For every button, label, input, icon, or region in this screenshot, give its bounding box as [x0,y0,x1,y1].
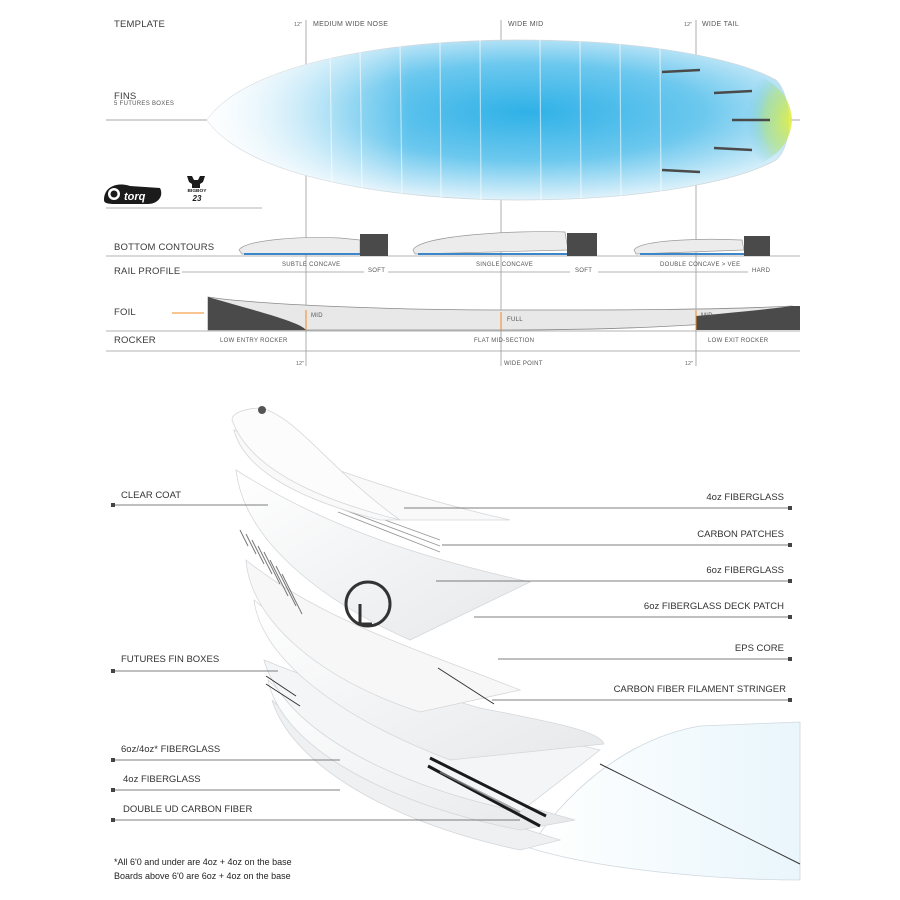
foil-mid-1: MID [311,313,323,319]
bigboy-logo-number: 23 [192,194,202,203]
callout-fin-boxes: FUTURES FIN BOXES [121,654,220,665]
template-label: TEMPLATE [114,19,166,30]
rocker-mid: FLAT MID-SECTION [474,338,535,344]
contour-profile-1 [238,234,388,256]
footnote-line-1: *All 6'0 and under are 4oz + 4oz on the … [114,857,292,867]
exploded-layers [231,406,801,881]
nose-heading: MEDIUM WIDE NOSE [313,21,389,28]
6oz-fiberglass-layer [235,469,532,641]
bigboy-logo: BIGBOY 23 [187,176,207,203]
callout-6oz-top: 6oz FIBERGLASS [706,565,784,576]
contour-caption-2: SINGLE CONCAVE [476,262,534,268]
callout-clear-coat: CLEAR COAT [121,490,182,501]
fin-box [661,168,701,174]
callout-endpoints [111,503,792,822]
bottom-contours-label: BOTTOM CONTOURS [114,242,215,253]
footnote-line-2: Boards above 6'0 are 6oz + 4oz on the ba… [114,871,291,881]
fin-box [713,146,753,152]
contour-caption-1: SUBTLE CONCAVE [282,262,341,268]
callout-eps-core: EPS CORE [734,643,784,654]
fin-box-marks [265,675,301,707]
callout-carbon-patches: CARBON PATCHES [697,529,784,540]
contour-caption-3: DOUBLE CONCAVE > VEE [660,262,741,268]
fins-sublabel: 5 FUTURES BOXES [114,101,175,107]
footer-wide-point: WIDE POINT [504,361,543,367]
callout-leaders [114,504,790,821]
foil-label: FOIL [114,307,136,318]
fin-box [661,68,701,74]
nose-measure-mark: 12" [294,22,303,28]
foil-full: FULL [507,317,523,323]
deck-stringer [599,763,801,865]
rail-hard: HARD [752,268,771,274]
foil-mid-2: MID [701,313,713,319]
clear-coat-layer [231,407,401,521]
carbon-patch-hatch [239,529,303,615]
rail-profile-label: RAIL PROFILE [114,266,181,277]
stringer-line [437,667,495,705]
fins-label: FINS [114,91,137,102]
footer-measure-right: 12" [685,361,694,367]
rocker-exit: LOW EXIT ROCKER [708,338,769,344]
tail-heading: WIDE TAIL [702,21,740,28]
rail-soft-1: SOFT [368,268,386,274]
contour-profile-3 [633,236,770,256]
vent-plug [258,406,266,414]
callout-bottom-glass: 6oz/4oz* FIBERGLASS [121,744,221,755]
fin-box [713,89,753,95]
callout-4oz-top: 4oz FIBERGLASS [706,492,784,503]
bigboy-logo-text: BIGBOY [188,188,208,194]
callout-stringer: CARBON FIBER FILAMENT STRINGER [613,684,786,695]
callout-4oz-bottom: 4oz FIBERGLASS [123,774,201,785]
foil-profile [207,296,800,331]
6oz-layer [245,559,522,713]
torq-logo-text: torq [124,191,146,203]
rocker-label: ROCKER [114,335,156,346]
fin-boxes [661,68,770,174]
callout-ud-carbon: DOUBLE UD CARBON FIBER [123,804,253,815]
callout-deck-patch: 6oz FIBERGLASS DECK PATCH [643,601,784,612]
deck-layer [529,721,801,881]
torq-deck-logo [344,580,392,628]
contour-profile-2 [412,231,597,256]
footer-measure-left: 12" [296,361,305,367]
board-template-outline [206,39,792,201]
torq-logo: torq [104,184,162,204]
mid-heading: WIDE MID [508,21,544,28]
tail-measure-mark: 12" [684,22,693,28]
rail-soft-2: SOFT [575,268,593,274]
rocker-entry: LOW ENTRY ROCKER [220,338,288,344]
